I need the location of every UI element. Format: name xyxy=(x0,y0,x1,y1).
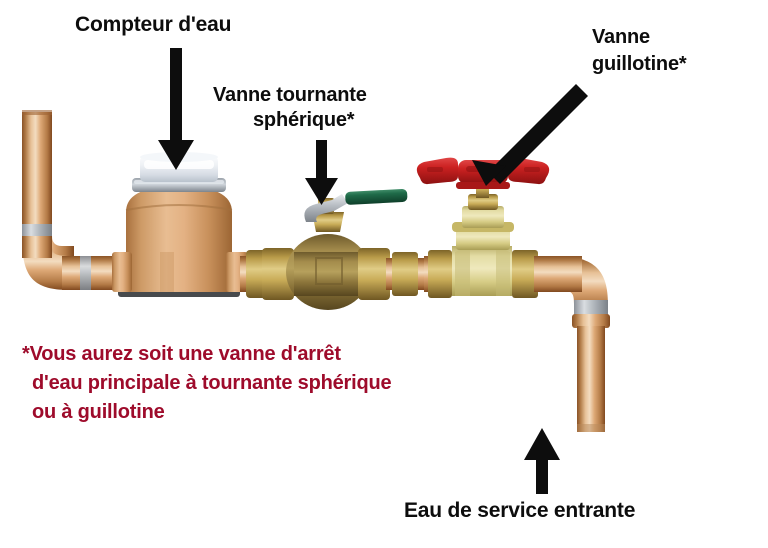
label-gate-valve-line1: Vanne xyxy=(592,26,650,48)
arrow-to-ball-valve xyxy=(305,140,338,205)
ball-valve xyxy=(262,189,408,310)
copper-pipe-right-vertical xyxy=(572,300,610,432)
pipe-gate-to-elbow xyxy=(534,256,608,312)
arrow-to-water-meter xyxy=(158,48,194,170)
arrow-to-gate-valve xyxy=(472,84,588,186)
union-nut xyxy=(392,252,418,296)
arrow-to-incoming-water xyxy=(524,428,560,494)
label-gate-valve-line2: guillotine* xyxy=(592,53,687,75)
footnote-line2: d'eau principale à tournante sphérique xyxy=(32,372,392,394)
label-water-meter: Compteur d'eau xyxy=(75,13,232,36)
water-meter-body xyxy=(126,186,232,292)
label-ball-valve-line1: Vanne tournante xyxy=(213,84,367,106)
gate-valve-packing-nut xyxy=(468,194,498,210)
solder-ring-band xyxy=(574,300,608,316)
water-meter xyxy=(112,152,248,297)
ball-valve-marking xyxy=(315,257,343,285)
ball-valve-stem xyxy=(312,212,344,232)
annotation-arrows xyxy=(158,48,588,494)
label-incoming-water: Eau de service entrante xyxy=(404,499,636,522)
label-ball-valve-line2: sphérique* xyxy=(253,109,355,131)
union-nut xyxy=(358,248,390,300)
union-nut xyxy=(262,248,294,300)
footnote-line3: ou à guillotine xyxy=(32,401,165,423)
footnote-line1: *Vous aurez soit une vanne d'arrêt xyxy=(22,343,341,365)
ball-valve-lever-handle xyxy=(345,189,408,205)
copper-elbow-left xyxy=(22,236,74,290)
ball-valve-lever-arm xyxy=(304,194,348,222)
